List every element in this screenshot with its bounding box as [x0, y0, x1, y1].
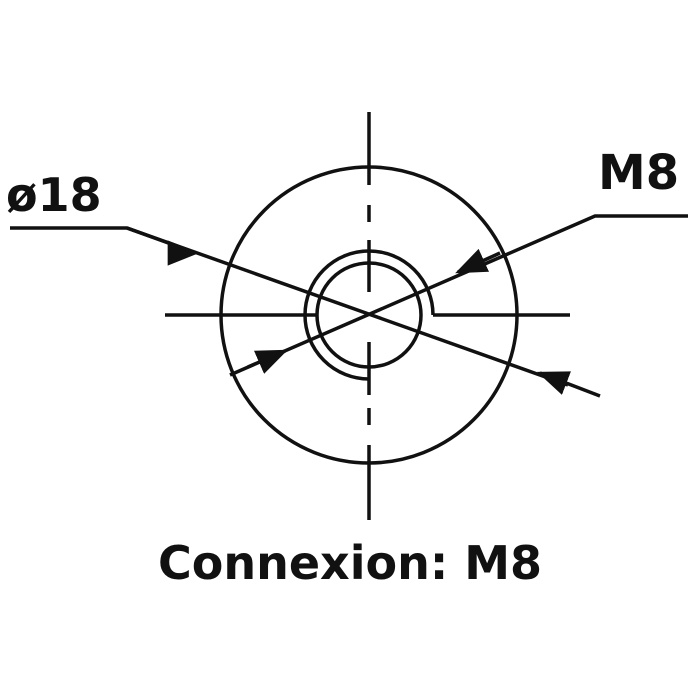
diameter-leader	[10, 226, 197, 255]
thread-label: M8	[598, 145, 680, 201]
thread-leader	[247, 214, 688, 369]
diameter-label: ø18	[6, 168, 102, 222]
thread-arc	[303, 249, 435, 381]
caption: Connexion: M8	[157, 536, 543, 590]
